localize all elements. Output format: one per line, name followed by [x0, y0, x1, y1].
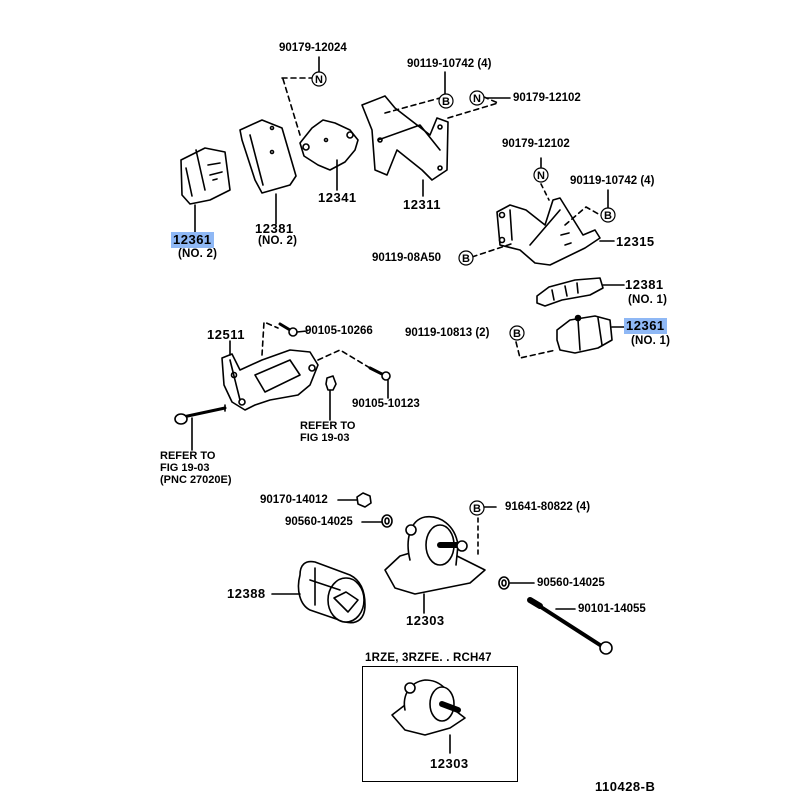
fastener-label[interactable]: 90179-12102 — [502, 138, 570, 150]
engine-mounting-bracket-rh[interactable] — [221, 340, 319, 411]
part-label-highlighted[interactable]: 12361 — [624, 318, 667, 334]
bolt-90105-10266[interactable] — [278, 322, 308, 337]
part-label[interactable]: 12315 — [616, 234, 655, 249]
part-label[interactable]: 12388 — [227, 586, 266, 601]
reference-line: FIG 19-03 — [160, 462, 210, 474]
fastener-label[interactable]: 90560-14025 — [537, 577, 605, 589]
bolt-90105-10123[interactable] — [368, 366, 391, 399]
part-note: (NO. 1) — [628, 294, 668, 306]
mount-stopper-plate-no2[interactable] — [239, 119, 297, 225]
fastener-label[interactable]: 90105-10266 — [305, 325, 373, 337]
part-label[interactable]: 12303 — [430, 756, 469, 771]
part-label[interactable]: 12511 — [207, 327, 245, 342]
mount-stopper-plate-no1[interactable] — [536, 277, 625, 307]
svg-text:N: N — [473, 93, 481, 105]
engine-mount-insulator-no1[interactable] — [556, 314, 626, 354]
engine-mount-insulator-alt[interactable] — [391, 679, 466, 754]
symbol-n-icon: N — [469, 90, 485, 106]
washer-90560-14025[interactable] — [361, 514, 393, 528]
fastener-label[interactable]: 90179-12102 — [513, 92, 581, 104]
svg-text:B: B — [442, 96, 450, 108]
svg-text:B: B — [473, 503, 481, 515]
mount-bracket-plate[interactable] — [299, 119, 359, 191]
engine-mount-cushion[interactable] — [271, 560, 366, 624]
fastener-label[interactable]: 90105-10123 — [352, 398, 420, 410]
symbol-b-icon: B — [469, 500, 485, 516]
symbol-n-icon: N — [533, 167, 549, 183]
fastener-label[interactable]: 90101-14055 — [578, 603, 646, 615]
reference-line: FIG 19-03 — [300, 432, 350, 444]
variant-box-title: 1RZE, 3RZFE. . RCH47 — [365, 652, 492, 664]
svg-text:B: B — [462, 253, 470, 265]
part-label-highlighted[interactable]: 12361 — [171, 232, 214, 248]
svg-text:B: B — [604, 210, 612, 222]
svg-text:N: N — [315, 74, 323, 86]
svg-text:N: N — [537, 170, 545, 182]
symbol-b-icon: B — [458, 250, 474, 266]
svg-text:B: B — [513, 328, 521, 340]
reference-line: REFER TO — [160, 450, 216, 462]
symbol-b-icon: B — [509, 325, 525, 341]
part-note: (NO. 2) — [178, 248, 218, 260]
engine-mount-insulator-front[interactable] — [384, 516, 486, 614]
washer-90560-14025-right[interactable] — [498, 576, 535, 590]
fastener-label[interactable]: 91641-80822 (4) — [505, 501, 591, 513]
fastener-label[interactable]: 90179-12024 — [279, 42, 347, 54]
reference-line: (PNC 27020E) — [160, 474, 232, 486]
part-label[interactable]: 12311 — [403, 197, 441, 212]
engine-mount-insulator-no2[interactable] — [180, 147, 231, 234]
part-label[interactable]: 12303 — [406, 613, 445, 628]
reference-note[interactable]: REFER TO FIG 19-03 (PNC 27020E) — [160, 450, 232, 486]
nut-90170-14012[interactable] — [337, 492, 372, 508]
part-label[interactable]: 12381 — [255, 221, 294, 236]
nut-refer-fig[interactable] — [325, 375, 337, 421]
symbol-n-icon: N — [311, 71, 327, 87]
fastener-label[interactable]: 90119-10742 (4) — [570, 175, 655, 187]
symbol-b-icon: B — [600, 207, 616, 223]
part-label[interactable]: 12341 — [318, 190, 357, 205]
through-bolt-refer-fig[interactable] — [174, 404, 227, 451]
reference-note[interactable]: REFER TO FIG 19-03 — [300, 420, 355, 444]
engine-mount-bracket-lh[interactable] — [496, 197, 615, 266]
engine-mount-bracket-frame[interactable] — [361, 95, 449, 197]
fastener-label[interactable]: 90119-10742 (4) — [407, 58, 492, 70]
figure-id: 110428-B — [595, 779, 656, 794]
fastener-label[interactable]: 90119-08A50 — [372, 252, 442, 264]
part-note: (NO. 1) — [631, 335, 671, 347]
reference-line: REFER TO — [300, 420, 356, 432]
symbol-b-icon: B — [438, 93, 454, 109]
fastener-label[interactable]: 90170-14012 — [260, 494, 328, 506]
bolt-90101-14055[interactable] — [527, 597, 613, 655]
fastener-label[interactable]: 90560-14025 — [285, 516, 353, 528]
fastener-label[interactable]: 90119-10813 (2) — [405, 327, 490, 339]
variant-box — [362, 666, 518, 782]
part-label[interactable]: 12381 — [625, 277, 664, 292]
part-note: (NO. 2) — [258, 235, 298, 247]
